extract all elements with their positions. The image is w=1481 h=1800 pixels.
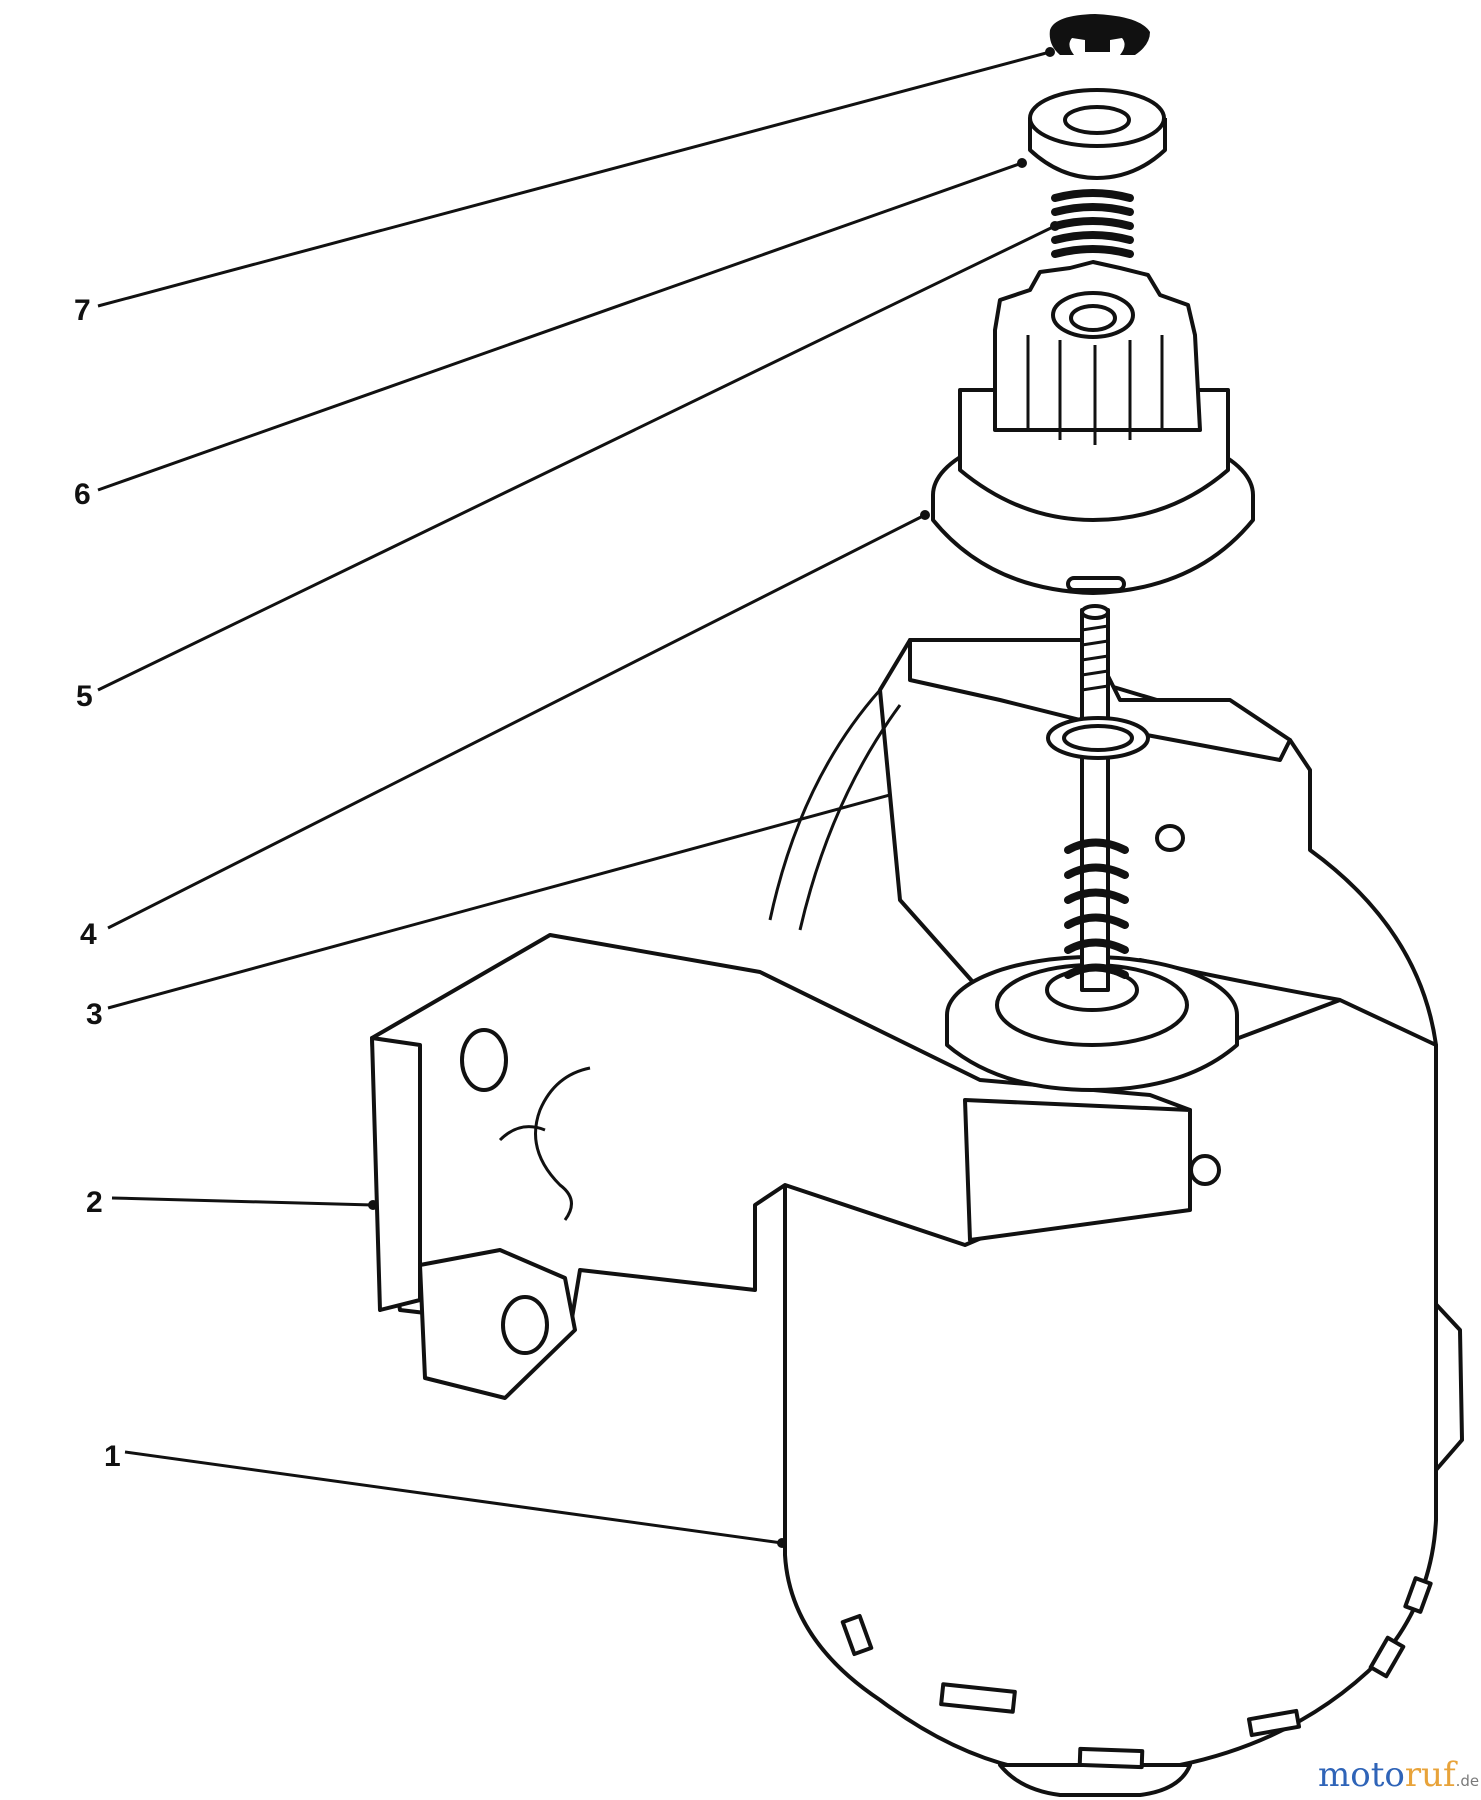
leader-line-1 xyxy=(124,1450,783,1545)
bracket-top-hole xyxy=(1155,824,1185,852)
e-ring-shape xyxy=(1049,14,1150,55)
watermark-text-ruf: ruf xyxy=(1405,1755,1458,1795)
leader-dot-4 xyxy=(920,510,930,520)
bracket-lower-hole xyxy=(501,1295,549,1355)
shaft-body xyxy=(1080,608,1110,992)
shaft-top xyxy=(1080,604,1110,620)
callout-label-1: 1 xyxy=(104,1440,121,1473)
bracket-foot xyxy=(418,1248,577,1400)
part-mounting-bracket xyxy=(370,638,1438,1400)
callout-label-7: 7 xyxy=(74,294,91,327)
part-anti-drift-spring xyxy=(1051,189,1134,258)
pinion-teeth xyxy=(993,260,1202,432)
callout-labels: 7 6 5 4 3 2 1 xyxy=(74,294,121,1473)
motor-vent-slots xyxy=(840,1576,1433,1770)
watermark-logo: motoruf.de xyxy=(1318,1755,1479,1795)
callout-label-3: 3 xyxy=(86,998,103,1031)
thrust-washer-inner xyxy=(1062,724,1134,752)
bracket-cutout xyxy=(498,1066,591,1221)
leader-line-5 xyxy=(97,224,1056,692)
bracket-upper-hole xyxy=(460,1028,508,1092)
callout-label-5: 5 xyxy=(76,680,93,713)
callout-label-2: 2 xyxy=(86,1186,103,1219)
callout-label-4: 4 xyxy=(80,918,97,951)
pinion-cup-side xyxy=(931,495,1255,595)
bracket-right-flange xyxy=(963,1098,1192,1242)
shaft-helix xyxy=(1064,838,1129,979)
part-pinion-gear xyxy=(931,260,1255,595)
svg-text:motoruf.de: motoruf.de xyxy=(1318,1755,1479,1795)
leader-line-4 xyxy=(107,513,926,930)
watermark-text-de: .de xyxy=(1456,1772,1480,1790)
part-shaft xyxy=(1064,604,1129,992)
part-stop-nut xyxy=(1028,88,1167,180)
motor-bottom-flange xyxy=(998,1763,1192,1797)
pinion-tooth-lines xyxy=(1026,335,1164,445)
pinion-center-hole xyxy=(1069,304,1117,332)
leader-dot-7 xyxy=(1045,47,1055,57)
part-e-ring xyxy=(1049,14,1150,55)
leader-line-2 xyxy=(111,1196,374,1207)
shaft-threads xyxy=(1081,624,1109,692)
bracket-left-flange xyxy=(370,1036,422,1312)
callout-label-6: 6 xyxy=(74,478,91,511)
pinion-cup-slot xyxy=(1066,576,1126,592)
bracket-housing-rim xyxy=(768,689,902,931)
part-drive-base xyxy=(945,955,1239,1092)
leader-line-7 xyxy=(97,50,1051,308)
bracket-right-hole xyxy=(1189,1154,1221,1186)
leader-dot-6 xyxy=(1017,158,1027,168)
leader-line-6 xyxy=(97,161,1023,492)
drive-base-side xyxy=(945,1015,1239,1092)
watermark-text-moto: moto xyxy=(1318,1755,1405,1795)
stop-nut-bore xyxy=(1063,105,1131,135)
part-thrust-washer xyxy=(1046,716,1150,760)
